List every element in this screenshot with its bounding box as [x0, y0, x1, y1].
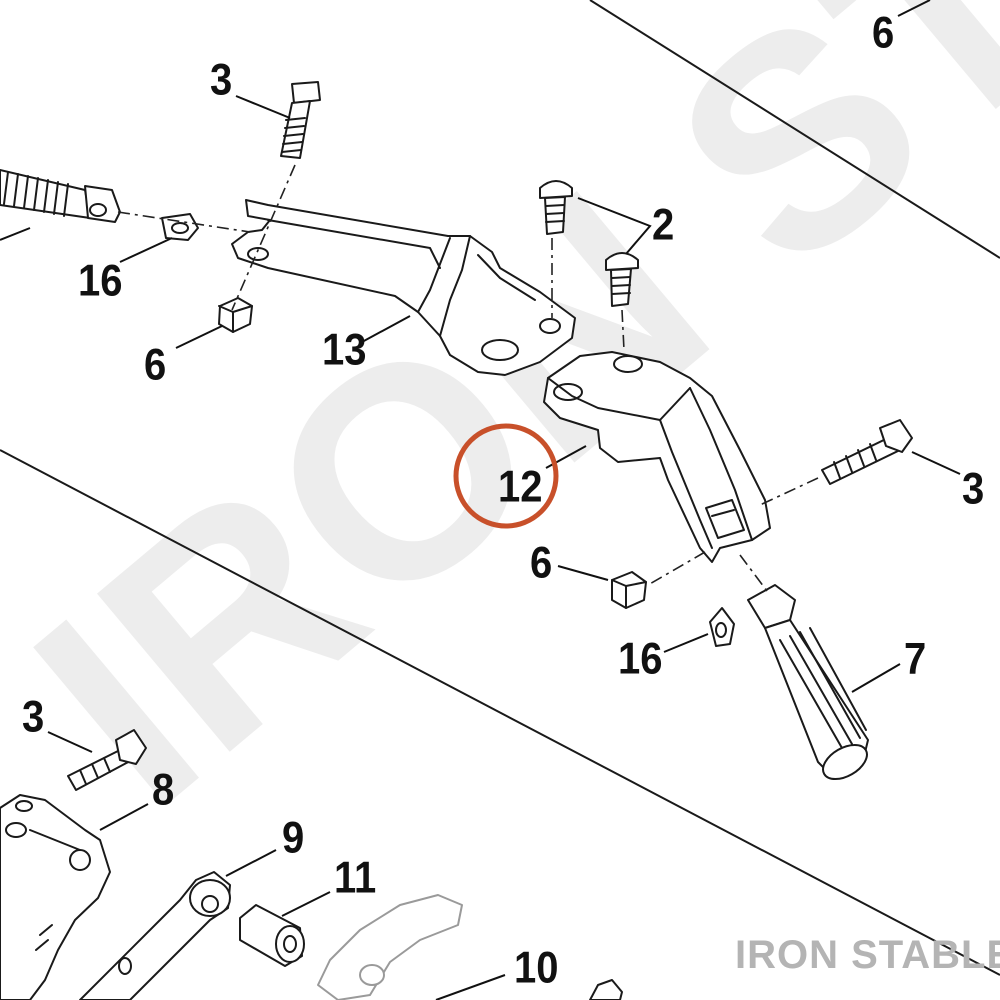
ghost-arm-10 — [317, 894, 463, 1000]
washer-right — [709, 607, 735, 647]
washer-upper — [161, 213, 199, 241]
shift-rod-end — [0, 169, 121, 223]
shift-link-9 — [79, 871, 231, 1000]
highlight-ring — [453, 423, 559, 529]
bolt-lower — [67, 729, 147, 791]
callout-10: 10 — [514, 943, 558, 993]
callout-6-top-right: 6 — [872, 8, 894, 58]
callout-7: 7 — [904, 634, 926, 684]
leader-lines — [0, 0, 961, 1000]
callout-12: 12 — [498, 462, 542, 512]
nut-right — [611, 571, 647, 609]
callout-8: 8 — [152, 765, 174, 815]
small-bolt-bottom — [589, 979, 623, 1000]
bushing-11 — [239, 904, 305, 967]
callout-16-right: 16 — [618, 634, 662, 684]
callout-6-right: 6 — [530, 538, 552, 588]
bolt-upper — [280, 81, 321, 159]
callout-labels: 6 3 2 16 13 6 12 3 6 16 7 3 8 9 11 10 — [22, 8, 984, 993]
bracket-13 — [231, 199, 576, 376]
lever-8 — [0, 794, 111, 1000]
callout-6-upper: 6 — [144, 340, 166, 390]
callout-16-upper: 16 — [78, 256, 122, 306]
footpeg-7 — [747, 584, 869, 781]
callout-11: 11 — [334, 853, 376, 903]
assembly-centerlines — [117, 164, 819, 596]
callout-3-right: 3 — [962, 464, 984, 514]
brand-logo: IRON STABLE — [735, 933, 1000, 977]
bolts-2 — [539, 180, 639, 307]
callout-2: 2 — [652, 200, 674, 250]
callout-9: 9 — [282, 813, 304, 863]
callout-13: 13 — [322, 325, 366, 375]
callout-3-top: 3 — [210, 55, 232, 105]
panel-frame — [0, 0, 1000, 976]
peg-mount-12 — [543, 351, 771, 563]
bolt-right — [821, 419, 913, 485]
callout-3-lower: 3 — [22, 692, 44, 742]
